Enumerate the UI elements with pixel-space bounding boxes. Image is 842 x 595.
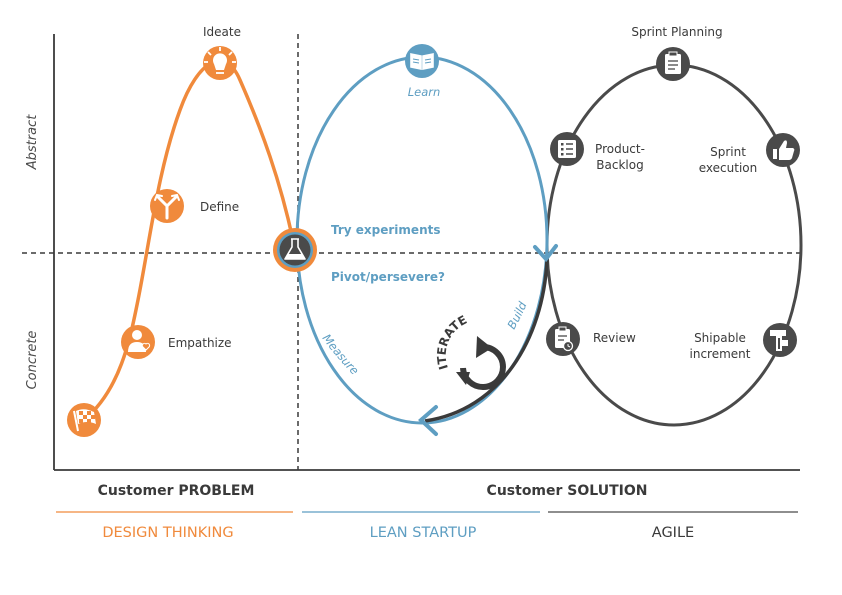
axis-label-abstract: Abstract bbox=[25, 114, 40, 170]
ideate-node bbox=[203, 46, 237, 80]
sprint-execution-label-1: Sprint bbox=[710, 145, 746, 159]
sprint-planning-label: Sprint Planning bbox=[631, 25, 722, 39]
clipboard-icon bbox=[665, 51, 681, 74]
build-arc bbox=[424, 259, 549, 423]
clipboard-clock-icon bbox=[555, 326, 574, 352]
define-label: Define bbox=[200, 200, 239, 214]
person-heart-icon bbox=[128, 330, 151, 352]
agile-cycle bbox=[545, 63, 803, 427]
iterate-icon bbox=[456, 336, 506, 390]
shipable-label-2: increment bbox=[690, 347, 751, 361]
build-arrowhead bbox=[533, 244, 558, 263]
checkered-flag-icon bbox=[73, 409, 96, 432]
product-backlog-node bbox=[550, 132, 584, 166]
customer-problem-label: Customer PROBLEM bbox=[98, 483, 255, 499]
learn-label: Learn bbox=[408, 85, 441, 99]
package-icon bbox=[770, 330, 788, 351]
design-thinking-label: DESIGN THINKING bbox=[102, 525, 233, 541]
measure-arrowhead bbox=[418, 405, 438, 436]
sprint-execution-node bbox=[766, 133, 800, 167]
book-icon bbox=[410, 53, 434, 70]
thumbs-up-icon bbox=[773, 140, 795, 160]
customer-solution-label: Customer SOLUTION bbox=[487, 483, 648, 499]
axes bbox=[22, 34, 800, 471]
axis-label-concrete: Concrete bbox=[25, 331, 40, 390]
build-label: Build bbox=[504, 299, 530, 331]
sprint-planning-node bbox=[656, 47, 690, 81]
lean-startup-label: LEAN STARTUP bbox=[370, 525, 477, 541]
learn-node bbox=[405, 44, 439, 78]
split-arrows-icon bbox=[154, 193, 180, 220]
ideate-label: Ideate bbox=[203, 25, 241, 39]
iterate-label: ITERATE bbox=[434, 313, 469, 372]
define-node bbox=[150, 189, 184, 223]
flask-icon bbox=[284, 238, 306, 260]
design-thinking-curve bbox=[82, 59, 295, 422]
shipable-label-1: Shipable bbox=[694, 331, 746, 345]
product-backlog-label-2: Backlog bbox=[596, 158, 643, 172]
review-node bbox=[546, 322, 580, 356]
pivot-label: Pivot/persevere? bbox=[331, 270, 445, 284]
list-icon bbox=[558, 140, 576, 158]
pivot-node bbox=[273, 228, 317, 272]
shipable-node bbox=[763, 323, 797, 357]
empathize-label: Empathize bbox=[168, 336, 232, 350]
review-label: Review bbox=[593, 331, 636, 345]
lightbulb-icon bbox=[204, 47, 236, 74]
agile-label: AGILE bbox=[652, 525, 694, 541]
product-backlog-label-1: Product- bbox=[595, 142, 645, 156]
try-experiments-label: Try experiments bbox=[331, 223, 441, 237]
start-node bbox=[67, 403, 101, 437]
empathize-node bbox=[121, 325, 155, 359]
sprint-execution-label-2: execution bbox=[699, 161, 757, 175]
